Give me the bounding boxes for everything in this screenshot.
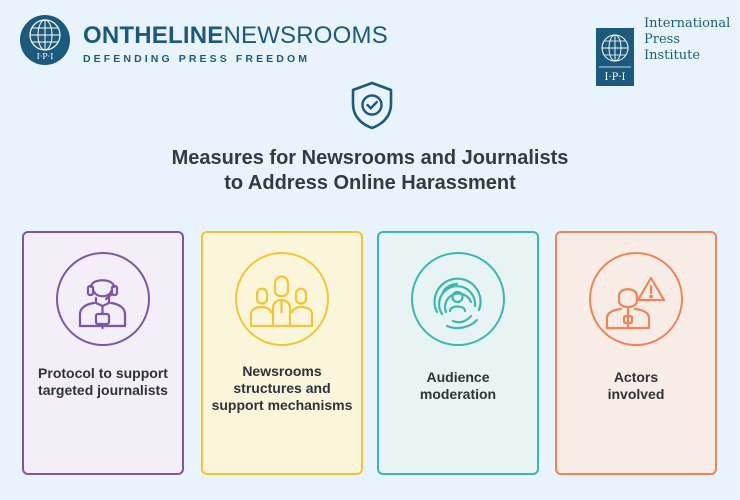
card-protocol: Protocol to support targeted journalists bbox=[22, 231, 184, 475]
brand-bold: ONTHELINE bbox=[83, 22, 224, 49]
icon-circle bbox=[411, 252, 505, 346]
card-label: Protocol to support targeted journalists bbox=[38, 365, 168, 398]
icon-circle bbox=[56, 252, 150, 346]
svg-text:I·P·I: I·P·I bbox=[37, 52, 54, 61]
journalist-microphone-icon bbox=[78, 279, 127, 330]
ipi-name: International Press Institute bbox=[644, 16, 731, 63]
person-warning-icon bbox=[605, 276, 666, 330]
shield-check-icon bbox=[351, 81, 393, 130]
icon-circle bbox=[235, 252, 329, 346]
card-label: Newsrooms structures and support mechani… bbox=[211, 363, 353, 413]
svg-text:I·P·I: I·P·I bbox=[605, 72, 626, 83]
ontheline-logo: I·P·I ONTHELINENEWSROOMS DEFENDING PRESS… bbox=[19, 14, 388, 70]
brand-light: NEWSROOMS bbox=[223, 22, 388, 49]
card-actors-involved: Actors involved bbox=[555, 231, 717, 475]
ipi-logo: I·P·I International Press Institute bbox=[596, 16, 736, 86]
brand-tagline: DEFENDING PRESS FREEDOM bbox=[83, 53, 311, 65]
card-newsroom-structures: Newsrooms structures and support mechani… bbox=[201, 231, 363, 475]
card-label: Audience moderation bbox=[419, 369, 497, 402]
card-label: Actors involved bbox=[607, 369, 665, 402]
page-title: Measures for Newsrooms and Journalists t… bbox=[171, 147, 569, 194]
ipi-globe-icon: I·P·I bbox=[20, 15, 70, 65]
ipi-square-badge-icon: I·P·I bbox=[596, 28, 634, 86]
icon-circle bbox=[589, 252, 683, 346]
card-audience-moderation: Audience moderation bbox=[377, 231, 539, 475]
fingerprint-user-icon bbox=[433, 277, 482, 330]
team-group-icon bbox=[249, 275, 314, 328]
brand-name: ONTHELINENEWSROOMS bbox=[83, 24, 388, 48]
